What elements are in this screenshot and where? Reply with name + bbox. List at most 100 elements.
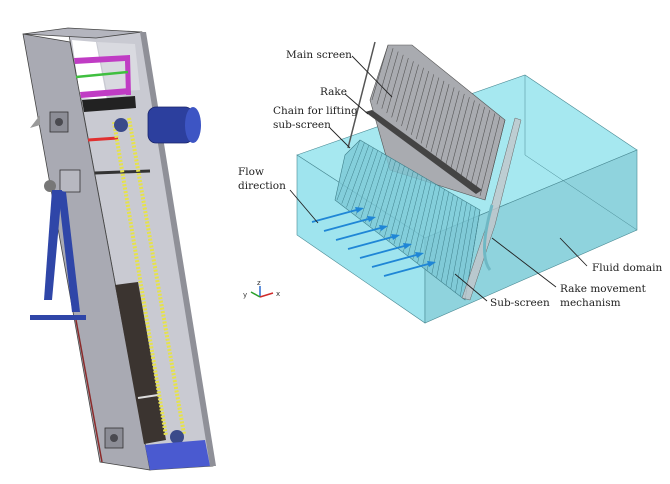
sub-screen-bar bbox=[407, 178, 427, 256]
y-axis-arrow bbox=[250, 291, 261, 298]
leader-main-screen bbox=[351, 55, 393, 98]
bearing-lower-hub bbox=[110, 434, 118, 442]
sub-screen-bar bbox=[417, 184, 436, 264]
sub-screen-bar bbox=[426, 189, 445, 271]
screen-mesh-lower bbox=[115, 282, 166, 444]
sub-screen-bar bbox=[450, 202, 467, 289]
black-crossbar bbox=[82, 96, 136, 112]
bottom-tray bbox=[145, 440, 210, 470]
label-flow-line2: direction bbox=[238, 180, 286, 192]
screen-bar bbox=[396, 61, 414, 122]
screen-bar bbox=[430, 84, 450, 153]
flow-arrow-head bbox=[403, 243, 412, 249]
leader-fluid-domain bbox=[559, 237, 588, 267]
leader-flow bbox=[289, 189, 319, 224]
magenta-bar bbox=[80, 88, 131, 98]
sub-screen-bar bbox=[336, 139, 361, 201]
screen-bar bbox=[376, 48, 394, 105]
screen-bar bbox=[371, 44, 389, 101]
flow-arrow-head bbox=[367, 216, 376, 222]
screen-bar bbox=[425, 80, 445, 148]
flow-arrow bbox=[347, 235, 397, 250]
stand-foot bbox=[30, 315, 86, 320]
flow-arrow-head bbox=[355, 207, 364, 213]
stand-leg-front bbox=[44, 190, 62, 300]
label-flow-line1: Flow bbox=[238, 166, 264, 178]
screen-bar bbox=[445, 93, 465, 166]
label-rake: Rake bbox=[320, 86, 347, 98]
leader-rake bbox=[344, 93, 369, 115]
sub-screen-bar bbox=[398, 173, 419, 249]
sub-screen-bar bbox=[388, 168, 410, 241]
screen-bar bbox=[469, 110, 491, 188]
sub-screen-bar bbox=[412, 181, 432, 260]
z-axis-label: z bbox=[257, 279, 261, 287]
sub-screen-bar bbox=[460, 207, 476, 297]
screen-bar bbox=[420, 77, 440, 144]
main-screen-bars bbox=[371, 44, 506, 201]
side-bracket bbox=[30, 115, 40, 128]
label-fluid-domain: Fluid domain bbox=[592, 262, 662, 274]
leader-sub-screen bbox=[454, 273, 488, 302]
screen-bar bbox=[401, 64, 419, 127]
green-rod bbox=[75, 70, 129, 79]
sub-screen-bar bbox=[436, 194, 454, 278]
leader-rake-mechanism bbox=[491, 237, 557, 288]
red-edge bbox=[75, 319, 103, 463]
sub-screen-bar bbox=[445, 199, 463, 286]
sub-screen-bar bbox=[365, 155, 387, 223]
flow-arrow-head bbox=[415, 252, 424, 258]
flow-arrow bbox=[323, 217, 373, 232]
leader-chain bbox=[329, 127, 351, 149]
screen-bar bbox=[479, 116, 501, 196]
sub-screen-bar bbox=[360, 152, 383, 219]
sprocket-top bbox=[114, 118, 128, 132]
sub-screen-bar bbox=[374, 160, 396, 230]
sub-screen-bar bbox=[355, 150, 379, 215]
bearing-middle bbox=[59, 169, 81, 193]
x-axis-label: x bbox=[276, 290, 280, 298]
sub-screen-bar bbox=[384, 165, 405, 238]
chain-rod bbox=[347, 41, 376, 149]
annotations bbox=[289, 55, 588, 302]
sub-screen-bar bbox=[369, 158, 392, 226]
flow-arrow-head bbox=[391, 234, 400, 240]
axis-triad: z x y bbox=[243, 279, 280, 299]
y-axis-label: y bbox=[243, 291, 247, 299]
x-axis-arrow bbox=[259, 292, 274, 298]
screen-bar bbox=[465, 106, 485, 183]
sprocket-bottom bbox=[170, 430, 184, 444]
stand-leg-back bbox=[58, 190, 80, 312]
chain-left bbox=[112, 121, 168, 437]
mesh-bar bbox=[137, 394, 159, 399]
sub-screen-bar bbox=[441, 196, 459, 282]
label-rake-mech-line1: Rake movement bbox=[560, 283, 647, 295]
flow-arrows bbox=[311, 207, 436, 277]
screen-bar bbox=[435, 87, 455, 157]
bearing-middle-hub bbox=[44, 180, 56, 192]
fluid-domain-model bbox=[296, 41, 638, 324]
flow-arrow bbox=[311, 208, 361, 223]
screen-bar bbox=[455, 100, 475, 174]
screen-bar bbox=[391, 57, 409, 118]
sub-screen-bar bbox=[341, 142, 365, 204]
screen-machine-model bbox=[22, 27, 216, 471]
sub-screen-bars bbox=[336, 139, 481, 301]
flow-arrow-head bbox=[379, 225, 388, 231]
sub-screen-bar bbox=[346, 145, 370, 208]
sub-screen-bar bbox=[350, 147, 374, 212]
screen-bar bbox=[411, 71, 429, 135]
label-rake-mech-line2: mechanism bbox=[560, 297, 621, 309]
sub-screen-bar bbox=[455, 204, 472, 293]
chain-right bbox=[127, 117, 186, 435]
sub-screen-bar bbox=[379, 163, 401, 234]
sub-screen-bar bbox=[422, 186, 441, 267]
motor-end bbox=[185, 107, 201, 143]
rake bbox=[365, 110, 482, 194]
magenta-frame bbox=[74, 55, 131, 95]
bearing-upper-hub bbox=[55, 118, 63, 126]
screen-bar bbox=[386, 54, 404, 114]
sub-screen-bar bbox=[431, 191, 450, 275]
flow-arrow bbox=[371, 253, 421, 268]
